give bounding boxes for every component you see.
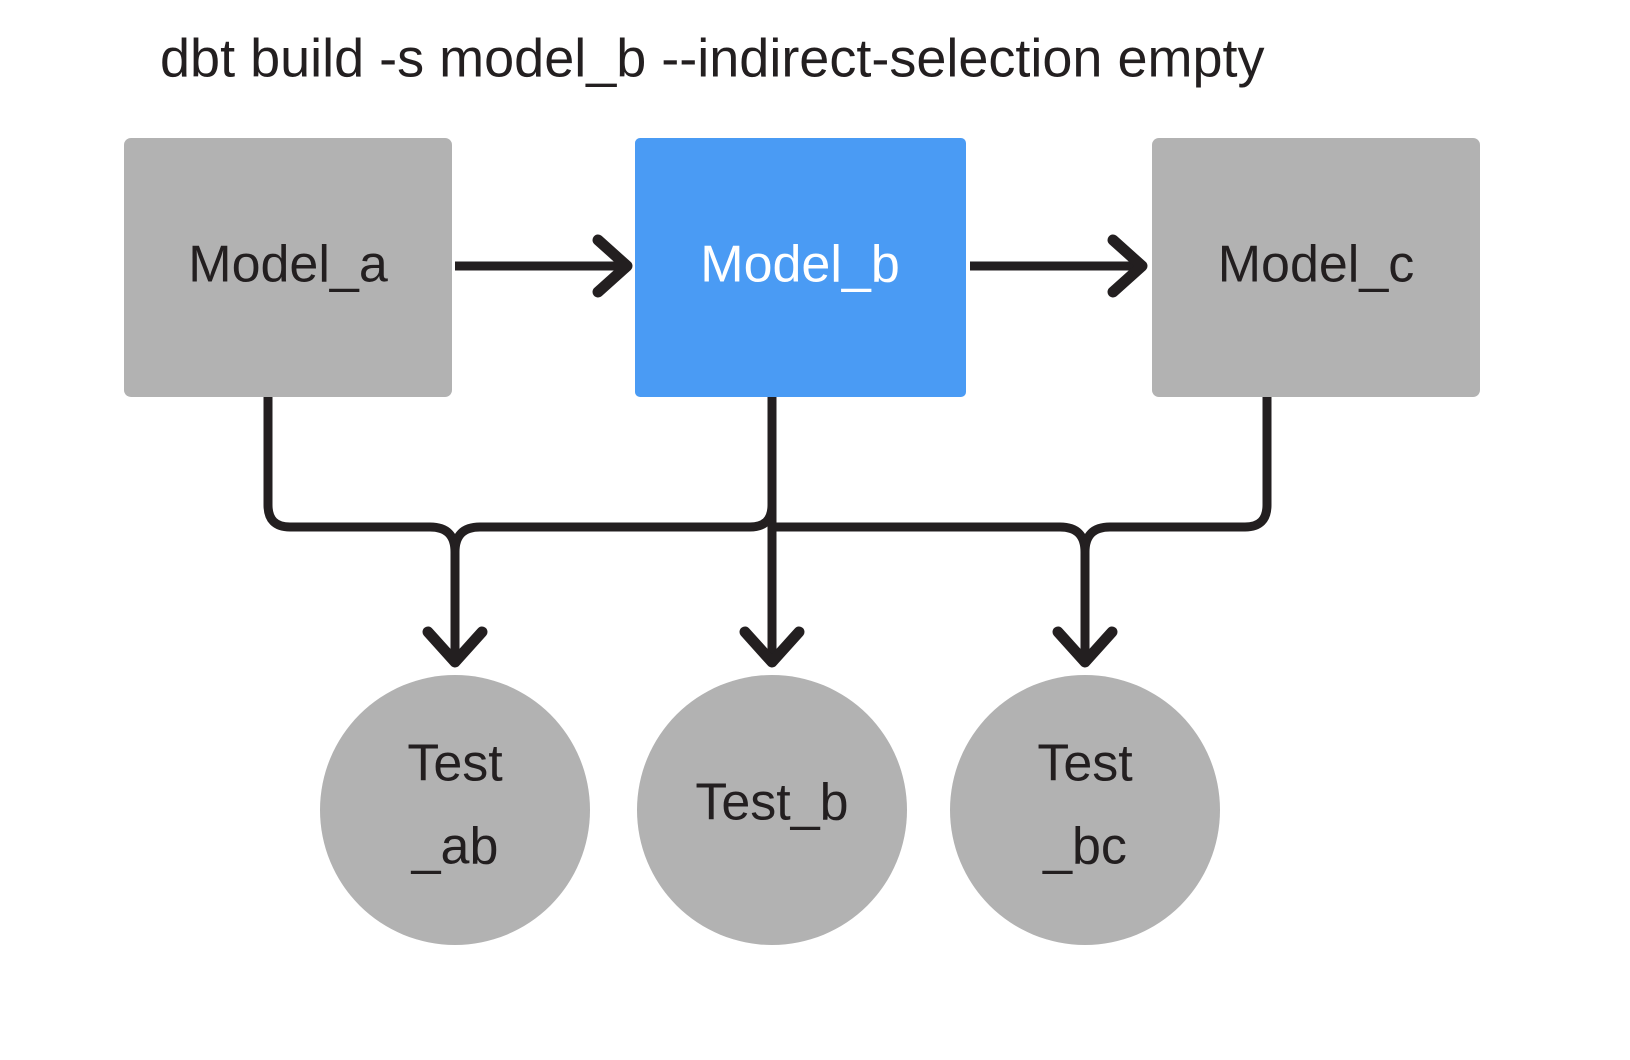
edge-model-b-to-model-c (970, 234, 1148, 298)
model-a-shape[interactable] (124, 138, 452, 397)
model-a-label: Model_a (188, 236, 388, 294)
diagram-title: dbt build -s model_b --indirect-selectio… (160, 28, 1265, 88)
test-bc-label-line2: _bc (1042, 818, 1127, 876)
test-ab-shape[interactable] (320, 675, 590, 945)
test-ab-label-line1: Test (407, 735, 503, 793)
test-node-test-b[interactable]: Test_b (637, 675, 907, 945)
model-node-model-c[interactable]: Model_c (1152, 138, 1480, 397)
test-bc-shape[interactable] (950, 675, 1220, 945)
arrowhead-test-bc (1052, 626, 1118, 668)
test-b-shape[interactable] (637, 675, 907, 945)
test-b-label-line1: Test_b (695, 774, 848, 832)
test-ab-label-line2: _ab (411, 818, 499, 876)
edge-layer (263, 234, 1272, 668)
edge-model-a-to-model-b (455, 234, 633, 298)
model-node-model-a[interactable]: Model_a (124, 138, 452, 397)
edge-model-c-to-test-bc (1080, 397, 1272, 553)
edge-model-b-to-test-bc (772, 522, 1090, 660)
test-node-test-bc[interactable]: Test _bc (950, 675, 1220, 945)
arrowhead-test-ab (422, 626, 488, 668)
model-c-shape[interactable] (1152, 138, 1480, 397)
model-b-label: Model_b (700, 236, 899, 294)
model-b-shape[interactable] (635, 138, 966, 397)
model-node-model-b[interactable]: Model_b (635, 138, 966, 397)
edge-model-a-to-test-ab (263, 397, 460, 660)
model-c-label: Model_c (1218, 236, 1415, 294)
test-node-test-ab[interactable]: Test _ab (320, 675, 590, 945)
edge-model-b-to-test-ab (450, 397, 777, 553)
test-bc-label-line1: Test (1037, 735, 1133, 793)
